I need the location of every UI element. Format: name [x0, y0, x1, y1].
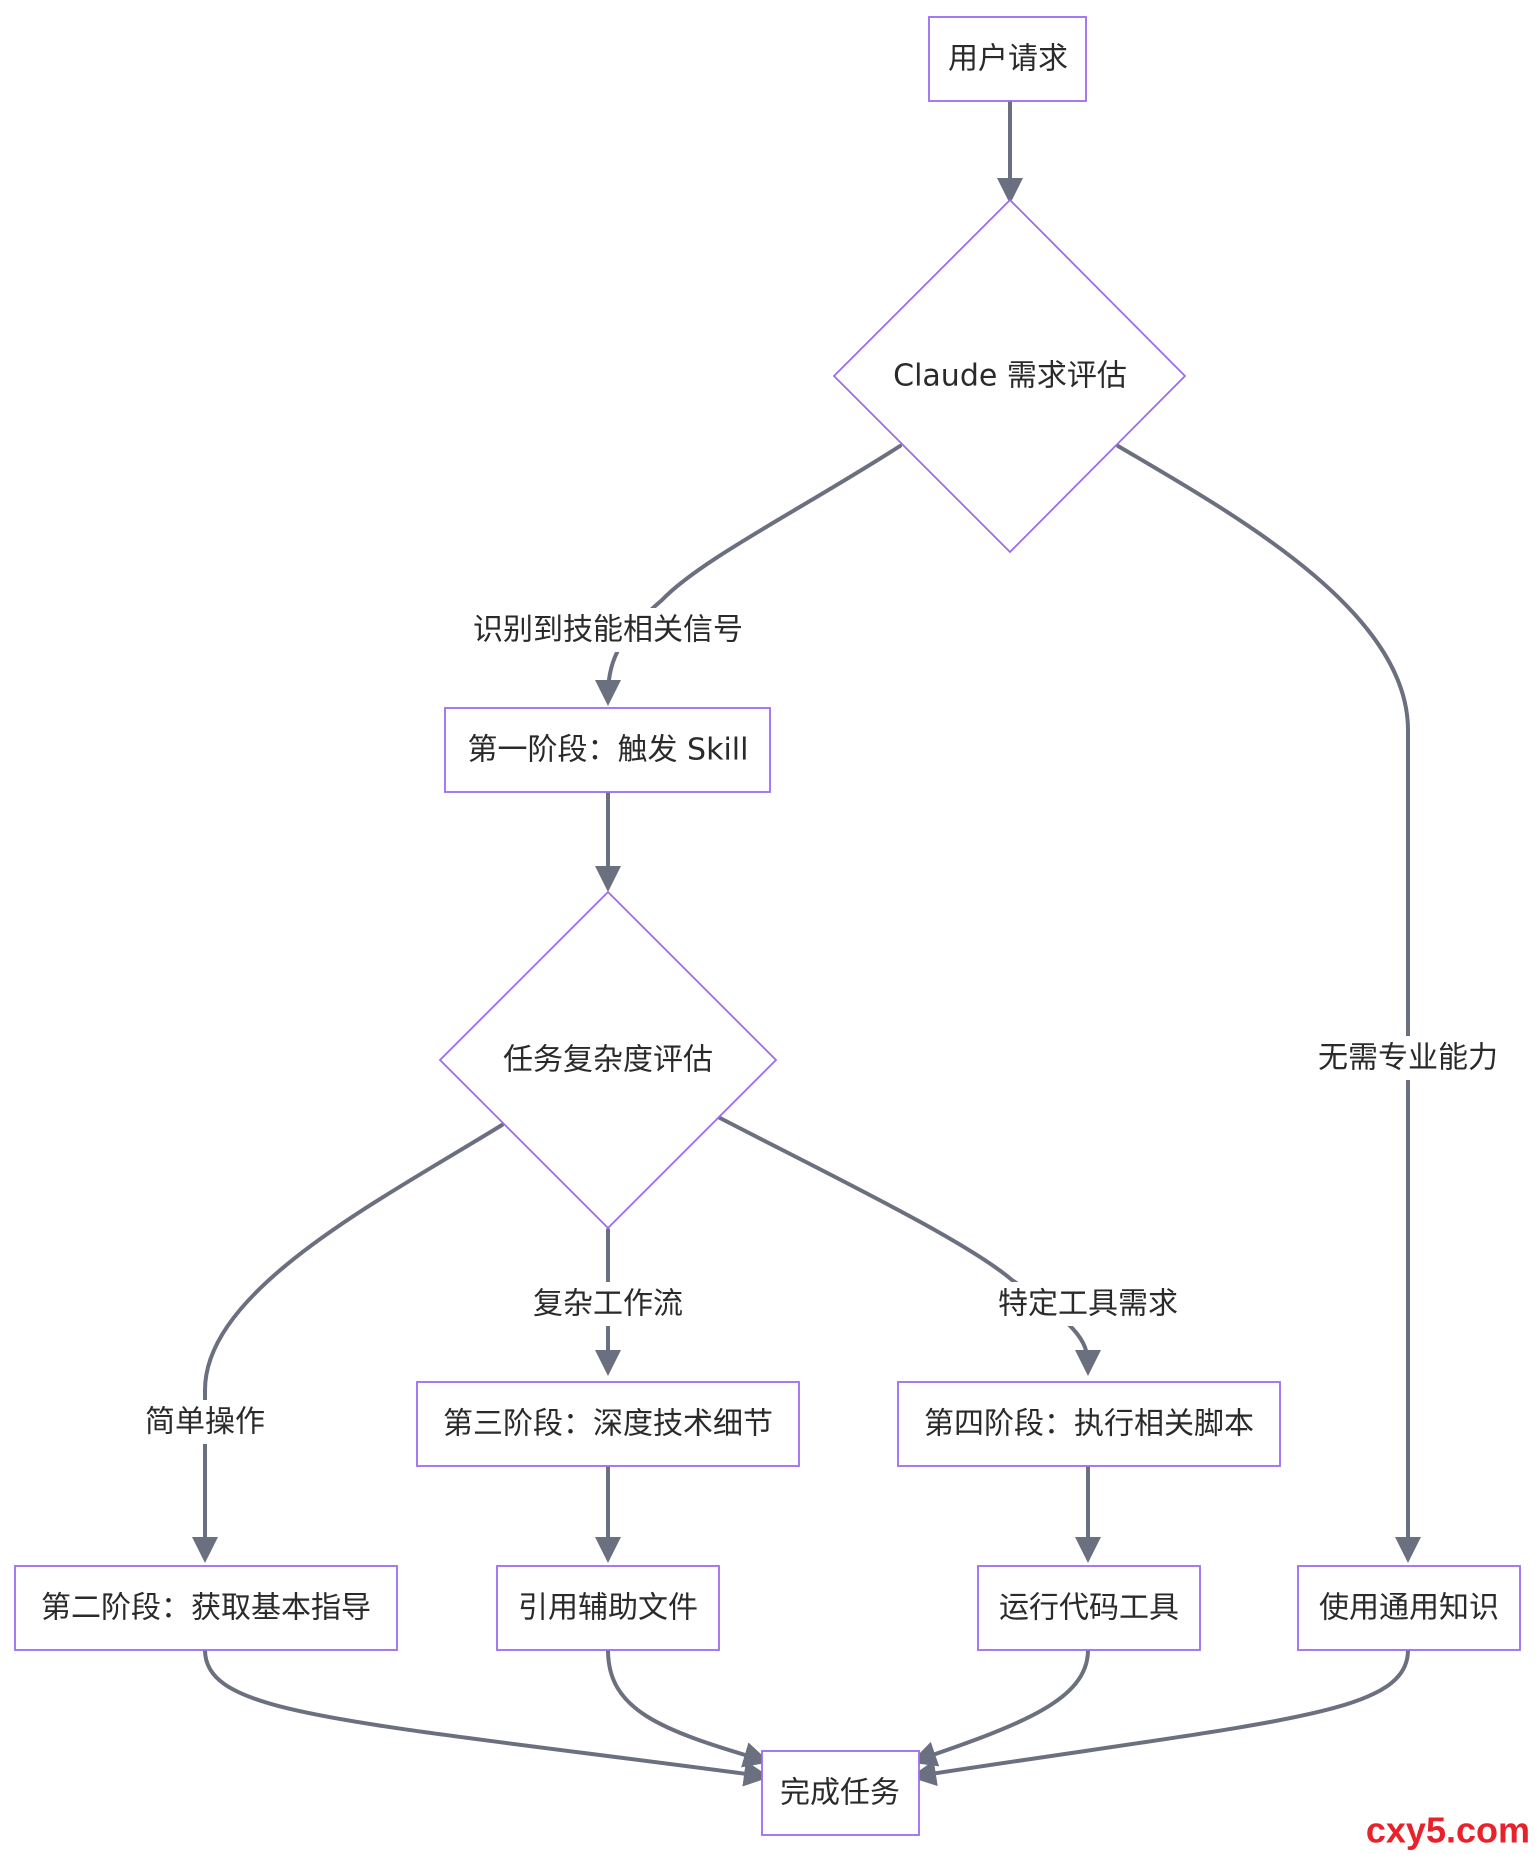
edge-stage2-to-done: [203, 1648, 770, 1787]
edge-complexity-to-stage4: [718, 1116, 1101, 1376]
node-complexity-eval-label: 任务复杂度评估: [503, 1043, 713, 1078]
edge-run-tools-to-done: [910, 1648, 1090, 1767]
node-stage2-label: 第二阶段：获取基本指导: [41, 1591, 371, 1626]
edge-label-simple-op-text: 简单操作: [145, 1405, 265, 1440]
edge-label-no-expertise: 无需专业能力: [1310, 1036, 1506, 1080]
node-ref-files: 引用辅助文件: [496, 1565, 720, 1651]
edge-label-simple-op: 简单操作: [138, 1400, 272, 1444]
node-general-knowledge-label: 使用通用知识: [1319, 1591, 1499, 1626]
node-run-tools-label: 运行代码工具: [999, 1591, 1179, 1626]
edge-claude-eval-to-general: [1116, 444, 1421, 1563]
node-claude-eval: Claude 需求评估: [832, 198, 1187, 554]
node-claude-eval-label: Claude 需求评估: [893, 359, 1127, 394]
edge-label-tool-need-text: 特定工具需求: [998, 1287, 1178, 1322]
edge-ref-files-to-done: [606, 1648, 770, 1768]
node-stage4-label: 第四阶段：执行相关脚本: [924, 1407, 1254, 1442]
edge-label-no-expertise-text: 无需专业能力: [1318, 1041, 1498, 1076]
node-general-knowledge: 使用通用知识: [1297, 1565, 1521, 1651]
edge-label-complex-flow: 复杂工作流: [524, 1282, 692, 1326]
edge-label-skill-signal-text: 识别到技能相关信号: [473, 613, 743, 648]
node-stage2: 第二阶段：获取基本指导: [14, 1565, 398, 1651]
node-complexity-eval: 任务复杂度评估: [438, 890, 778, 1230]
edge-general-to-done: [910, 1648, 1410, 1787]
edges: [192, 99, 1421, 1787]
edge-label-tool-need: 特定工具需求: [988, 1282, 1188, 1326]
edge-labels: 识别到技能相关信号 无需专业能力 简单操作 复杂工作流 特定工具需求: [138, 608, 1506, 1444]
node-stage3: 第三阶段：深度技术细节: [416, 1381, 800, 1467]
node-stage1-label: 第一阶段：触发 Skill: [468, 733, 749, 768]
edge-label-complex-flow-text: 复杂工作流: [533, 1287, 683, 1322]
edge-complexity-to-stage2: [192, 1123, 504, 1563]
node-user-request: 用户请求: [928, 16, 1087, 102]
node-stage1: 第一阶段：触发 Skill: [444, 707, 771, 793]
node-ref-files-label: 引用辅助文件: [518, 1591, 698, 1626]
node-done: 完成任务: [761, 1750, 920, 1836]
node-run-tools: 运行代码工具: [977, 1565, 1201, 1651]
node-stage4: 第四阶段：执行相关脚本: [897, 1381, 1281, 1467]
node-done-label: 完成任务: [780, 1776, 900, 1811]
node-user-request-label: 用户请求: [948, 42, 1068, 77]
edge-label-skill-signal: 识别到技能相关信号: [460, 608, 756, 652]
edge-claude-eval-to-stage1: [595, 444, 902, 706]
nodes: 用户请求 Claude 需求评估 第一阶段：触发 Skill 任务复杂度评估 第…: [14, 16, 1521, 1836]
node-stage3-label: 第三阶段：深度技术细节: [443, 1407, 773, 1442]
watermark-text: cxy5.com: [1366, 1810, 1530, 1851]
